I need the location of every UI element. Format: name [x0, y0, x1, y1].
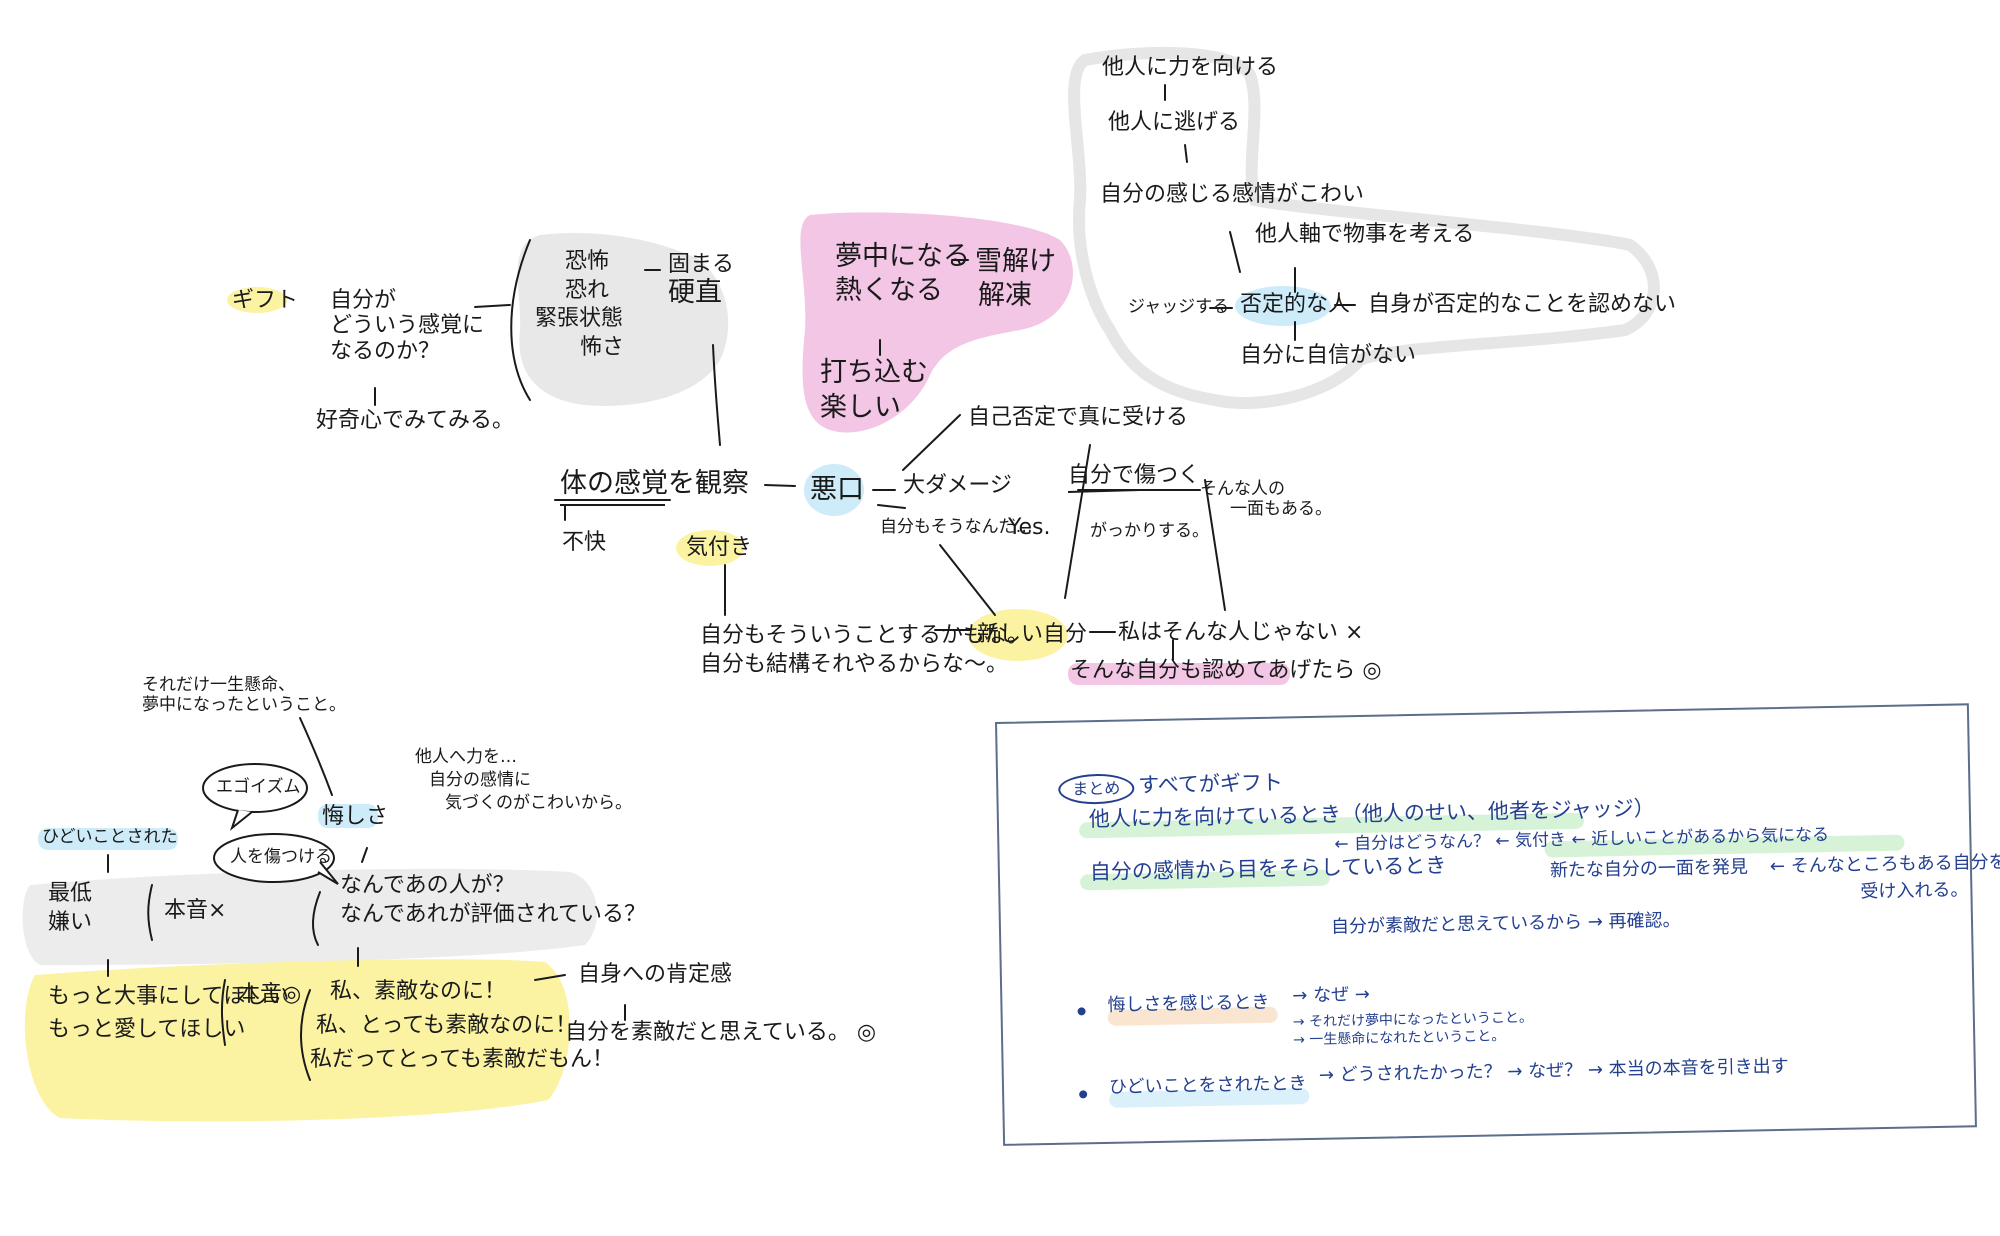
judge-power-node: 他人に力を向ける	[1102, 55, 1279, 80]
judge-no-confidence-node: 自分に自信がない	[1240, 343, 1417, 368]
judge-other-axis-node: 他人軸で物事を考える	[1255, 222, 1475, 247]
highlight-mistreated	[38, 828, 178, 850]
frustrated-node: 悔しさ	[322, 804, 389, 829]
gray-outline-judge	[1068, 46, 1660, 409]
absorbed-node: 夢中になる 熱くなる	[835, 241, 970, 306]
gift-label: ギフト	[232, 288, 299, 313]
not-me-node: 私はそんな人じゃない ×	[1118, 620, 1364, 645]
disappointed-node: がっかりする。	[1090, 521, 1209, 541]
freeze-node: 固まる 硬直	[668, 252, 735, 309]
thaw-node: 雪解け 解凍	[975, 246, 1056, 311]
discomfort-node: 不快	[562, 530, 607, 555]
summary-bullet-2a: → どうされたかった？ → なぜ？ → 本当の本音を引き出す	[1318, 1055, 1789, 1086]
side-node: そんな人の 一面もある。	[1200, 479, 1332, 519]
hurt-node: 人を傷つける	[230, 847, 332, 867]
fear-list: 恐怖 恐れ 緊張状態 怖さ	[535, 249, 625, 360]
summary-badge: まとめ	[1058, 773, 1135, 806]
badmouth-node: 悪口	[810, 474, 864, 505]
think-great-node: 自分を素敵だと思えている。 ◎	[565, 1020, 877, 1045]
summary-row-3: 新たな自分の一面を発見	[1549, 856, 1749, 882]
egoism-node: エゴイズム	[216, 777, 301, 797]
summary-row-2a: 自分の感情から目をそらしているとき	[1089, 853, 1447, 885]
honest-o-node: 本音◎	[238, 982, 302, 1007]
summary-row-4: 自分が素敵だと思えているから → 再確認。	[1330, 909, 1681, 938]
highlight-accept	[1068, 663, 1290, 685]
accept-node: そんな自分も認めてあげたら ◎	[1070, 658, 1382, 683]
yellow-blob-care	[24, 959, 570, 1122]
mistreated-node: ひどいことされた	[42, 827, 178, 847]
bubble-egoism	[202, 763, 308, 813]
honest-x-node: 本音×	[164, 898, 227, 923]
judge-escape-node: 他人に逃げる	[1108, 110, 1241, 135]
summary-bullet-1c: → 一生懸命になれたということ。	[1293, 1028, 1506, 1049]
gray-blob-worst	[22, 868, 598, 965]
hurt-self-node: 自分で傷つく	[1068, 463, 1201, 488]
engage-node: 打ち込む 楽しい	[820, 357, 928, 424]
highlight-frustrated	[318, 804, 378, 828]
summary-bullet-1b: → それだけ夢中になったということ。	[1292, 1009, 1534, 1031]
summary-box: まとめ すべてがギフト 他人に力を向けているとき（他人のせい、他者をジャッジ） …	[995, 703, 2000, 1146]
observe-node: 体の感覚を観察	[560, 468, 749, 499]
highlight-negative-person	[1235, 286, 1331, 326]
judge-not-admit-node: 自身が否定的なことを認めない	[1368, 292, 1677, 317]
highlight-badmouth	[804, 464, 864, 516]
why-node: なんであの人が？ なんであれが評価されている？	[340, 873, 647, 927]
power-node: 他人へ力を… 自分の感情に 気づくのがこわいから。	[415, 747, 632, 813]
pink-blob-absorbed	[800, 212, 1073, 433]
yes-node: Yes.	[1008, 515, 1051, 540]
bullet-2	[1079, 1090, 1088, 1099]
judge-fear-node: 自分の感じる感情がこわい	[1100, 182, 1365, 207]
damage-node: 大ダメージ	[903, 473, 1012, 498]
curious-node: 好奇心でみてみる。	[316, 408, 515, 433]
highlight-new-self	[968, 609, 1068, 661]
new-self-node: 新しい自分	[977, 622, 1088, 647]
question-node: 自分が どういう感覚に なるのか？	[330, 288, 485, 364]
judge-negative-node: 否定的な人	[1240, 292, 1351, 317]
self-esteem-node: 自身への肯定感	[578, 962, 733, 987]
summary-bullet-1a: → なぜ →	[1292, 983, 1371, 1007]
judge-judge-node: ジャッジする	[1128, 297, 1230, 317]
highlight-notice	[676, 530, 744, 566]
summary-title: すべてがギフト	[1138, 770, 1284, 798]
summary-row-3b: ← そんなところもある自分を	[1769, 851, 2000, 878]
summary-row-3c: 受け入れる。	[1860, 879, 1969, 903]
self-denial-node: 自己否定で真に受ける	[968, 405, 1189, 430]
care-node: もっと大事にしてほしい もっと愛してほしい	[48, 984, 290, 1042]
bullet-1	[1077, 1007, 1086, 1016]
gray-blob-fear	[517, 232, 729, 406]
worst-node: 最低 嫌い	[48, 881, 93, 935]
notice-node: 気付き	[686, 535, 753, 560]
am-i-node: 自分もそうなんだ…	[880, 517, 1033, 537]
maybe-node: 自分もそういうことするかもな。 自分も結構それやるからな〜。	[700, 623, 1029, 677]
summary-bullet-1: 悔しさを感じるとき	[1107, 991, 1270, 1016]
underlines	[560, 489, 1141, 506]
highlight-gift	[227, 287, 287, 313]
connector-lines	[107, 84, 1356, 1081]
great-node: 私、素敵なのに！ 私、とっても素敵なのに！ 私だってとっても素敵だもん！	[310, 979, 615, 1073]
bubble-hurt	[213, 833, 335, 883]
summary-bullet-2: ひどいことをされたとき	[1108, 1073, 1307, 1098]
hard-work-node: それだけ一生懸命、 夢中になったということ。	[142, 675, 346, 715]
